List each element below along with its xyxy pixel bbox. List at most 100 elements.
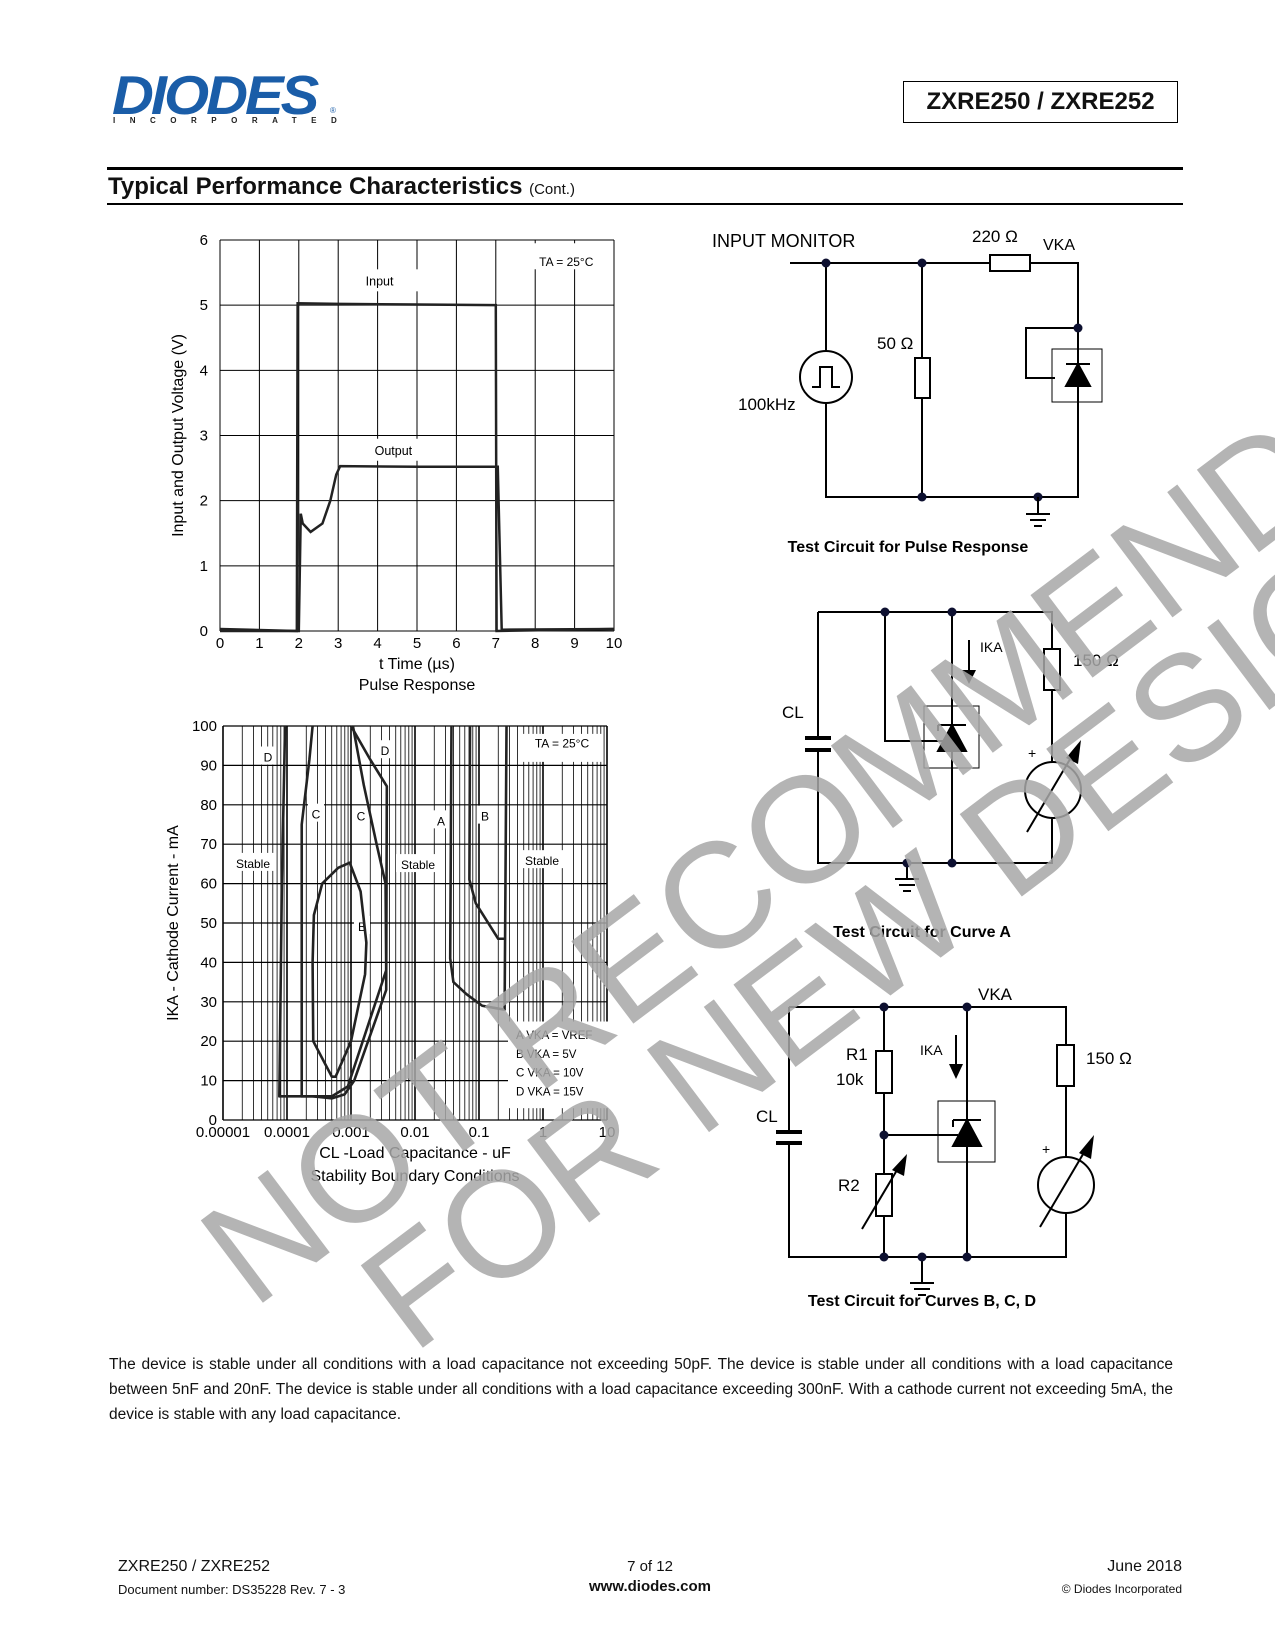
series-line-input [219, 301, 615, 633]
x-tick-label: 3 [334, 635, 342, 652]
label-bg [260, 746, 276, 765]
stability-curve [448, 725, 508, 1011]
series-label-input: Input [366, 275, 394, 289]
capacitor-icon [776, 1130, 802, 1145]
series-label-output: Output [375, 444, 413, 458]
resistor-r1 [875, 1050, 893, 1094]
label-bg [365, 269, 430, 292]
y-tick-label: 70 [200, 836, 217, 853]
y-tick-label: 10 [200, 1073, 217, 1090]
label-bg [520, 733, 602, 762]
ika-label: IKA [920, 1042, 943, 1058]
x-tick-label: 6 [452, 635, 460, 652]
r1-label: R1 [846, 1045, 868, 1064]
curve-a-test-circuit: CL IKA 150 Ω + Test Circuit for Curve A [782, 607, 1119, 941]
ammeter-icon [1037, 1156, 1095, 1214]
curve-bcd-test-circuit: VKA R1 10k IKA 150 Ω CL R2 + Test Circui… [756, 985, 1132, 1310]
y-axis-label: Input and Output Voltage (V) [170, 334, 187, 537]
legend-entry: B VKA = 5V [516, 1049, 577, 1061]
resistor-r2 [875, 1173, 893, 1217]
x-tick-label: 8 [531, 635, 539, 652]
x-axis-label: t Time (µs) [379, 656, 455, 673]
stability-curve [311, 861, 368, 1078]
arrowhead [1079, 1135, 1094, 1159]
pulse-waveform-icon [812, 366, 840, 388]
r2-label: R2 [838, 1176, 860, 1195]
arrowhead [1066, 740, 1081, 764]
x-tick-label: 9 [570, 635, 578, 652]
chart-title: Stability Boundary Conditions [310, 1168, 519, 1185]
curve-bcd-title: Test Circuit for Curves B, C, D [808, 1293, 1036, 1310]
x-tick-label: 7 [492, 635, 500, 652]
legend-entry: A VKA = VREF [516, 1030, 592, 1042]
pulse-source-icon [799, 350, 853, 404]
part-number-box: ZXRE250 / ZXRE252 [903, 81, 1178, 123]
resistor-50 [914, 357, 931, 399]
x-tick-label: 10 [606, 635, 623, 652]
label-bg [373, 438, 434, 461]
label-bg [433, 810, 449, 829]
x-tick-label: 1 [539, 1124, 547, 1141]
stability-description: The device is stable under all condition… [109, 1356, 1173, 1423]
wires [790, 262, 1079, 498]
r150-label: 150 Ω [1086, 1049, 1132, 1068]
input-monitor-label: INPUT MONITOR [712, 231, 855, 251]
label-bg [477, 805, 493, 824]
y-tick-label: 100 [192, 718, 217, 735]
label-bg [353, 805, 369, 824]
stability-curve [278, 725, 389, 1100]
label-bg [231, 852, 275, 871]
region-label: C [357, 810, 366, 824]
arrowhead [892, 1154, 907, 1176]
legend-entry: D VKA = 15V [516, 1087, 584, 1099]
ground-icon [910, 1270, 934, 1296]
heading-rule [107, 203, 1183, 205]
label-bg [308, 803, 324, 822]
r150-label: 150 Ω [1073, 651, 1119, 670]
diodes-logo: DIODES [112, 64, 319, 127]
x-tick-label: 0.001 [332, 1124, 370, 1141]
junction-dots [879, 1002, 972, 1262]
plus-label: + [1042, 1141, 1050, 1157]
y-tick-label: 90 [200, 757, 217, 774]
frequency-label: 100kHz [738, 395, 796, 414]
junction-dots [821, 258, 1083, 502]
ground-icon [895, 878, 919, 892]
resistor-220 [989, 254, 1031, 272]
x-tick-label: 0.0001 [264, 1124, 310, 1141]
section-title: Typical Performance Characteristics (Con… [108, 173, 575, 201]
y-tick-label: 30 [200, 994, 217, 1011]
regulator-bar [937, 724, 966, 731]
ika-arrowhead [949, 1064, 963, 1079]
footer-website[interactable]: www.diodes.com [589, 1578, 711, 1595]
r1-value-label: 10k [836, 1070, 864, 1089]
y-tick-label: 20 [200, 1033, 217, 1050]
vka-label: VKA [978, 985, 1013, 1004]
r50-label: 50 Ω [877, 334, 913, 353]
region-label: C [312, 808, 321, 822]
ika-arrowhead [962, 670, 976, 684]
logo-subtext: INCORPORATED [113, 116, 352, 125]
footer-page: 7 of 12 [627, 1558, 673, 1575]
region-label: Stable [525, 854, 559, 868]
y-tick-label: 0 [209, 1112, 217, 1129]
x-tick-label: 0.00001 [196, 1124, 250, 1141]
regulator-bar [952, 1119, 981, 1127]
label-bg [377, 740, 393, 759]
y-tick-label: 0 [200, 623, 208, 640]
y-axis-label: IKA - Cathode Current - mA [165, 825, 182, 1021]
cl-label: CL [782, 703, 804, 722]
region-label: Stable [236, 857, 270, 871]
y-tick-label: 40 [200, 954, 217, 971]
junction-dots [880, 607, 957, 868]
y-tick-label: 1 [200, 558, 208, 575]
zener-box [1051, 348, 1103, 403]
stability-curve [468, 725, 505, 941]
shunt-regulator-icon [951, 1117, 983, 1147]
footer-date: June 2018 [1107, 1558, 1182, 1575]
region-label: D [381, 744, 390, 758]
x-tick-label: 10 [599, 1124, 616, 1141]
